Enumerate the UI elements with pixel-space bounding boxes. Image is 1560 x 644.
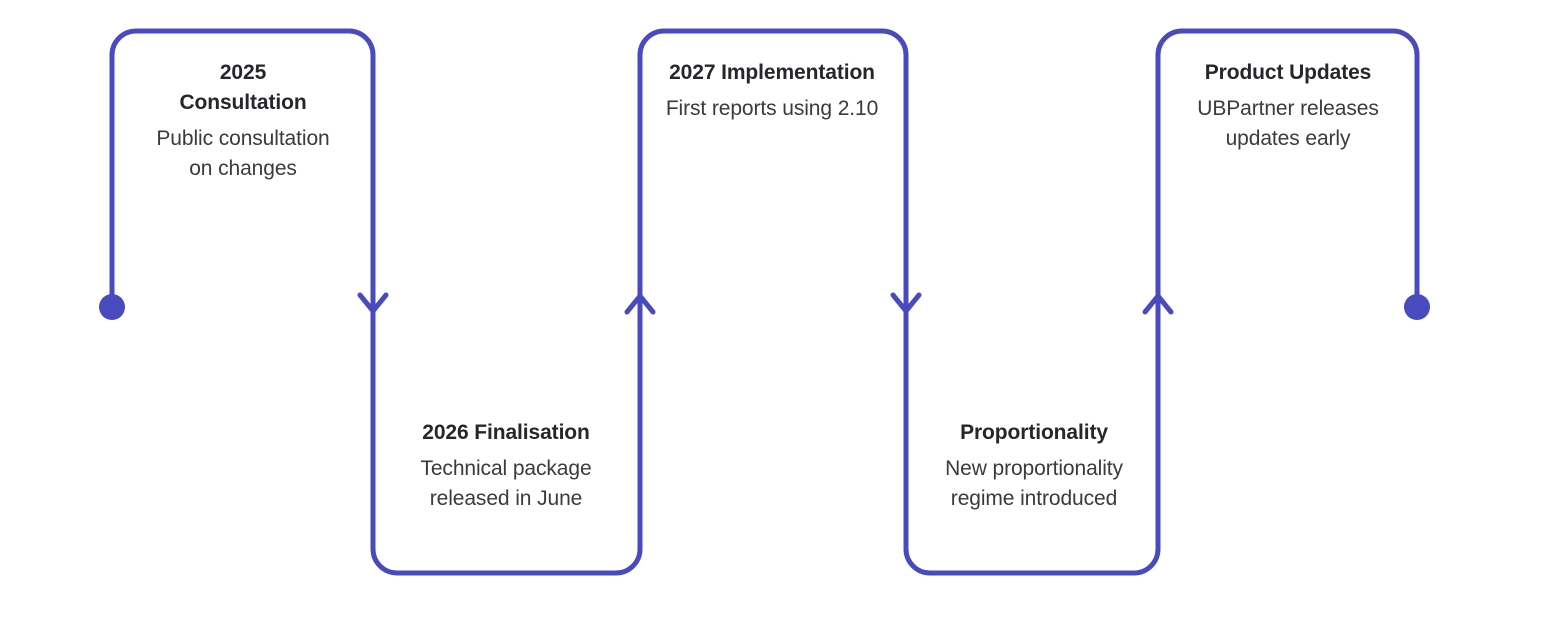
step-card-4[interactable]: Proportionality New proportionality regi… [928,418,1140,514]
step-title: 2026 Finalisation [422,421,590,444]
start-circle-marker [99,294,125,320]
flow-segment-2 [370,304,643,576]
step-card-3[interactable]: 2027 Implementation First reports using … [663,58,881,124]
end-circle-marker [1404,294,1430,320]
step-description: UBPartner releases updates early [1197,97,1379,150]
step-title: Proportionality [960,421,1108,444]
step-title: 2027 Implementation [669,61,875,84]
flow-segment-1 [109,28,376,310]
step-title: 2025 Consultation [179,61,307,114]
step-card-1[interactable]: 2025 Consultation Public consultation on… [154,58,332,184]
step-title: Product Updates [1204,61,1372,84]
step-card-2[interactable]: 2026 Finalisation Technical package rele… [396,418,616,514]
step-card-5[interactable]: Product Updates UBPartner releases updat… [1181,58,1395,154]
step-description: Public consultation on changes [156,127,330,180]
step-description: New proportionality regime introduced [945,457,1123,510]
arrow-up-icon-1 [624,293,656,315]
arrow-down-icon-1 [357,292,389,314]
step-description: Technical package released in June [420,457,592,510]
arrow-down-icon-2 [890,292,922,314]
flow-segment-3 [637,28,909,310]
flow-segment-5 [1155,28,1420,310]
step-description: First reports using 2.10 [665,97,879,120]
flow-segment-4 [903,304,1161,576]
arrow-up-icon-2 [1142,293,1174,315]
